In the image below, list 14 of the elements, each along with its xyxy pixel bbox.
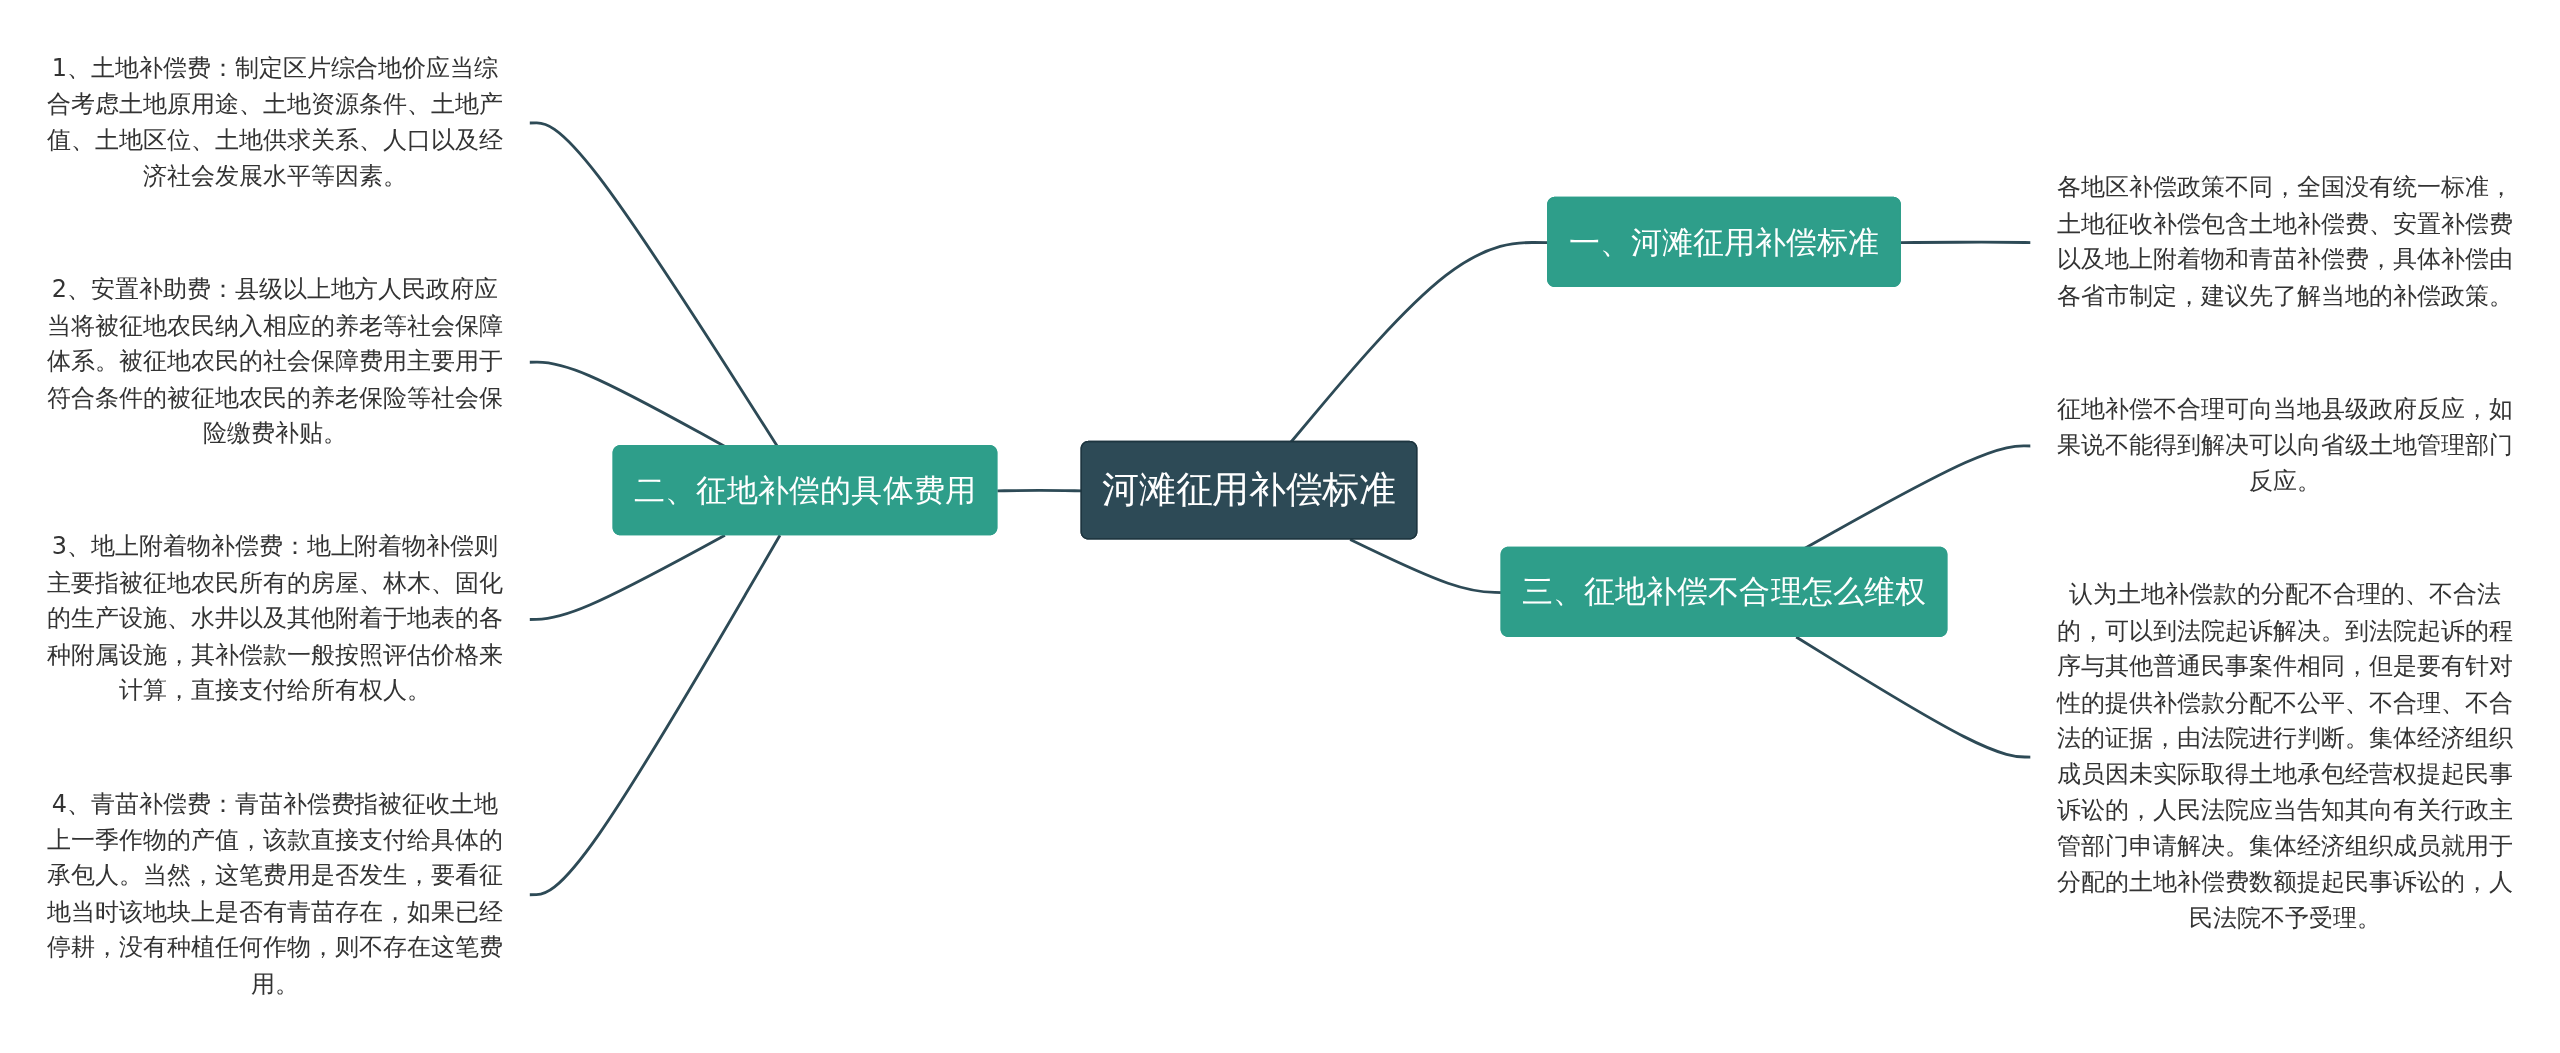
node-text: 1、土地补偿费：制定区片综合地价应当综合考虑土地原用途、土地资源条件、土地产值、土地区位、土地供求关系、人口以及经济社会发展水平等因素。 xyxy=(47,53,503,190)
node-text: 征地补偿不合理可向当地县级政府反应，如果说不能得到解决可以向省级土地管理部门反应。 xyxy=(2057,394,2513,495)
connector xyxy=(529,534,726,622)
node-text: 2、安置补助费：县级以上地方人民政府应当将被征地农民纳入相应的养老等社会保障体系。被征地农民的社会保障费用主要用于符合条件的被征地农民的养老保险等社会保险缴费补贴。 xyxy=(47,274,503,447)
connector xyxy=(529,534,782,897)
connector xyxy=(1795,636,2032,759)
node-text: 4、青苗补偿费：青苗补偿费指被征收土地上一季作物的产值，该款直接支付给具体的承包人。当然，这笔费用是否发生，要看征地当时该地块上是否有青苗存在，如果已经停耕，没有种植任何作物，则不存在这笔费用。 xyxy=(47,789,503,998)
connector xyxy=(529,121,779,448)
connector xyxy=(997,489,1082,493)
node-text: 认为土地补偿款的分配不合理的、不合法的，可以到法院起诉解决。到法院起诉的程序与其他普通民事案件相同，但是要有针对性的提供补偿款分配不公平、不合理、不合法的证据，由法院进行判断。集体经济组织成员因未实际取得土地承包经营权提起民事诉讼的，人民法院应当告知其向有关行政主管部门申请解决。集体经济组织成员就用于分配的土地补偿费数额提起民事诉讼的，人民法院不予受理。 xyxy=(2057,579,2513,932)
node-text: 各地区补偿政策不同，全国没有统一标准，土地征收补偿包含土地补偿费、安置补偿费以及地上附着物和青苗补偿费，具体补偿由各省市制定，建议先了解当地的补偿政策。 xyxy=(2057,173,2513,310)
connector xyxy=(1900,241,2032,245)
node-text: 3、地上附着物补偿费：地上附着物补偿则主要指被征地农民所有的房屋、林木、固化的生产设施、水井以及其他附着于地表的各种附属设施，其补偿款一般按照评估价格来计算，直接支付给所有权人。 xyxy=(47,532,503,705)
connector xyxy=(1349,538,1502,595)
